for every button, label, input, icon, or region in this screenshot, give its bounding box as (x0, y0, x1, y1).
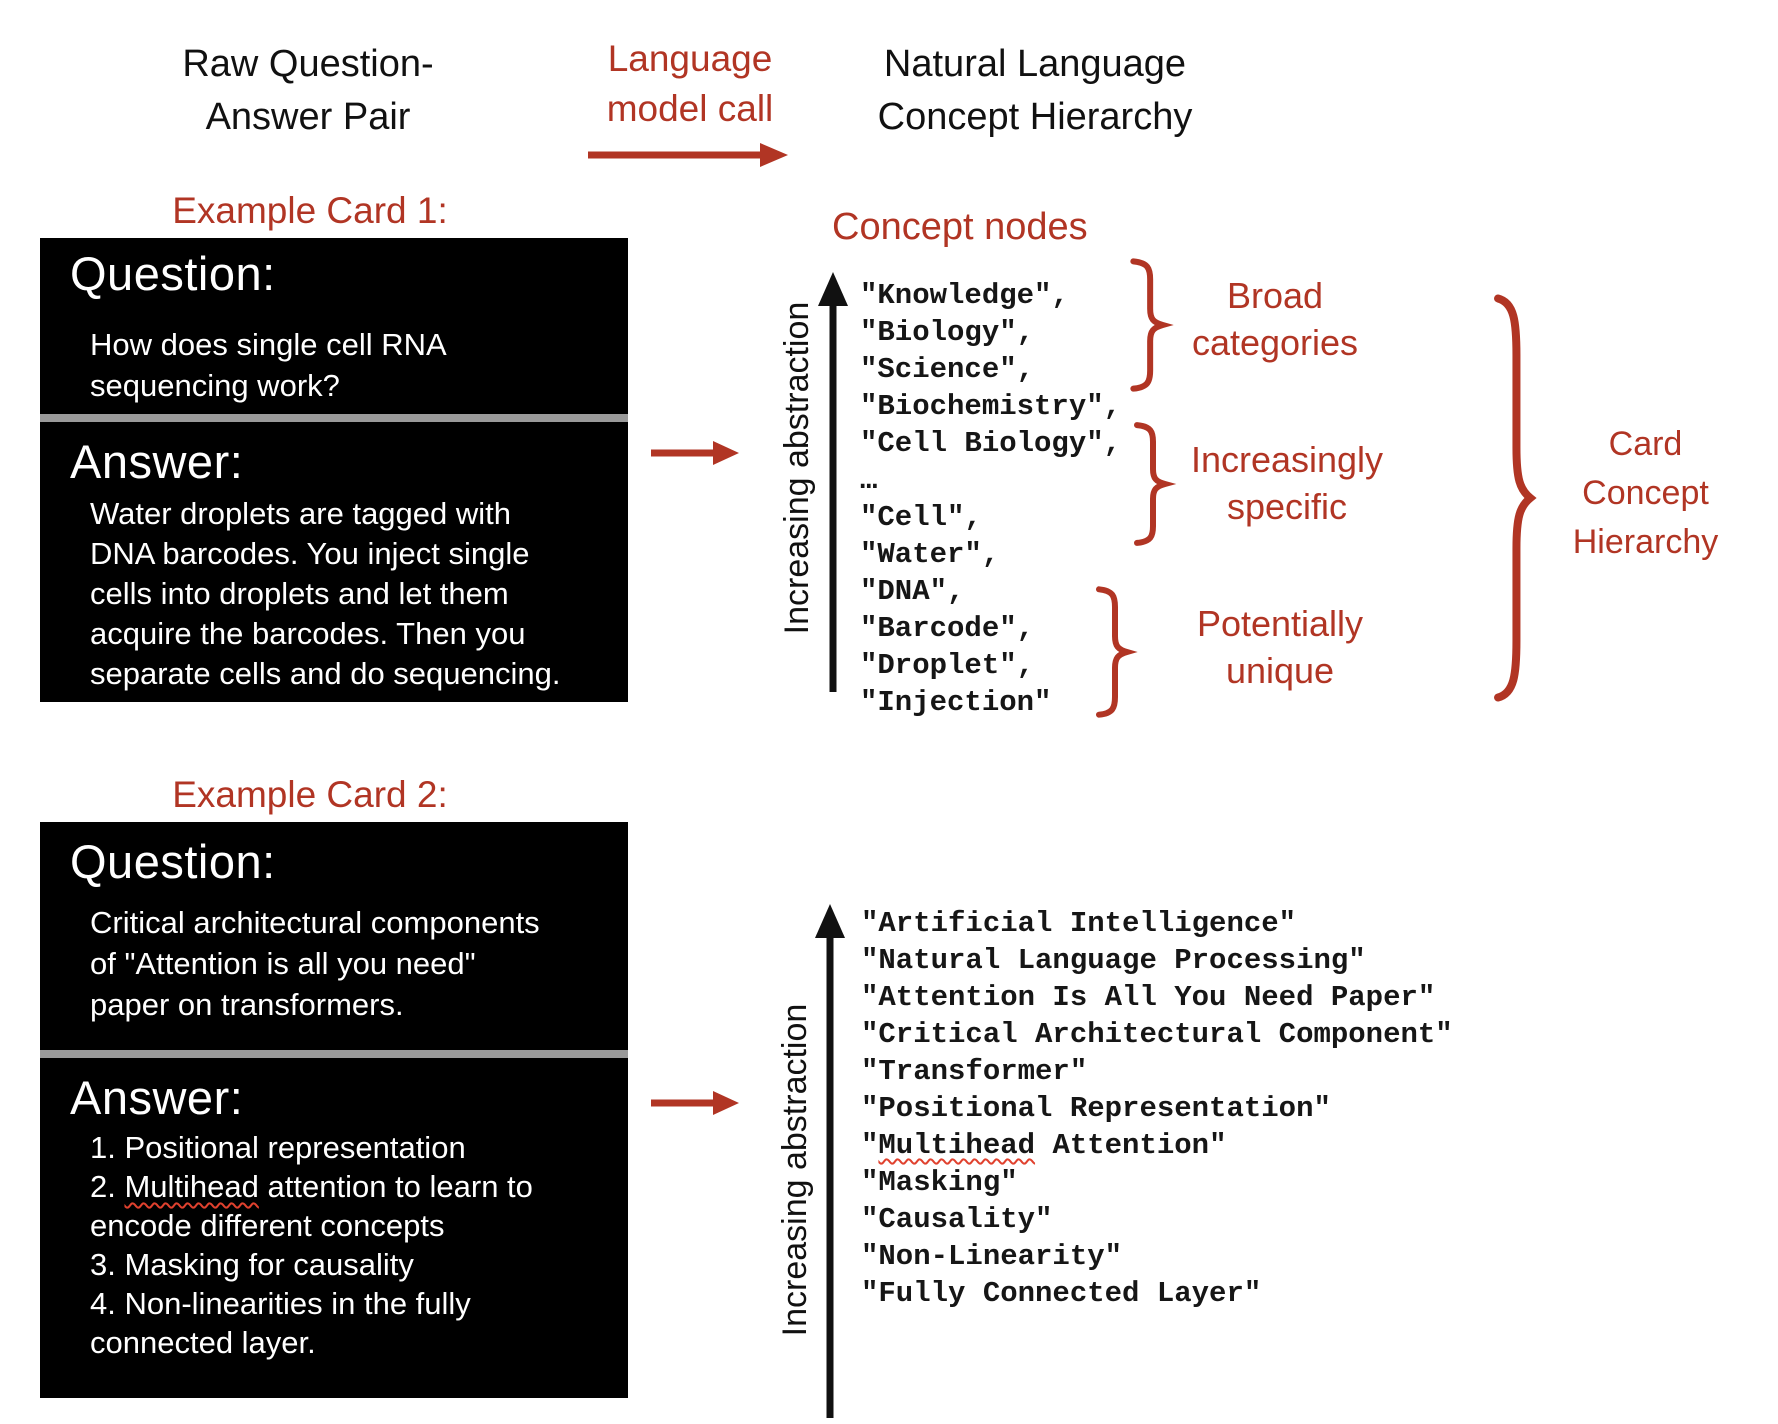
card1-answer-heading: Answer: (70, 435, 244, 488)
card2-question-line: of "Attention is all you need" (90, 946, 476, 981)
right-column-title: Natural Language Concept Hierarchy (835, 38, 1235, 144)
card2-answer-line: 1. Positional representation (90, 1130, 466, 1165)
card1-question-line: How does single cell RNA (90, 327, 447, 362)
card-concept-hierarchy-line2: Concept (1582, 474, 1709, 512)
card2-question-text: Critical architectural components of "At… (90, 902, 540, 1025)
concept-node: "Biology", (860, 316, 1035, 349)
brace-potentially-unique-icon (1092, 586, 1132, 718)
example-card-2-label: Example Card 2: (172, 774, 448, 815)
language-model-call-line2: model call (606, 88, 774, 129)
concept-node: "Natural Language Processing" (861, 944, 1366, 977)
language-model-call-arrow-icon (588, 143, 788, 167)
card2-answer-line: 4. Non-linearities in the fully (90, 1286, 471, 1321)
answer-line2-suffix: attention to learn to (258, 1169, 533, 1204)
brace-broad-categories-icon (1126, 258, 1168, 392)
multihead-node-misspelled-word: Multihead (878, 1129, 1036, 1162)
concept-node: "Biochemistry", (860, 390, 1122, 423)
left-column-title-line2: Answer Pair (205, 96, 411, 138)
multihead-node-suffix: Attention" (1035, 1129, 1227, 1162)
card2-answer-line: 3. Masking for causality (90, 1247, 414, 1282)
brace-card-concept-hierarchy-icon (1490, 288, 1536, 708)
card1-to-hierarchy-arrow-icon (651, 441, 739, 465)
abstraction-axis-arrow-2-icon (815, 904, 845, 1418)
concept-node: "Droplet", (860, 649, 1035, 682)
card-concept-hierarchy-line1: Card (1608, 425, 1683, 463)
multihead-node-prefix: " (861, 1129, 879, 1162)
increasingly-specific-line2: specific (1226, 486, 1348, 527)
concept-node: "Water", (860, 538, 1000, 571)
card2-answer-line: encode different concepts (90, 1208, 445, 1243)
example-card-1-label: Example Card 1: (172, 190, 448, 231)
concept-node-list-1: "Knowledge", "Biology", "Science", "Bioc… (860, 277, 1121, 721)
card2-question-line: paper on transformers. (90, 987, 404, 1022)
card1-answer-line: cells into droplets and let them (90, 576, 509, 611)
concept-node: "Cell Biology", (860, 427, 1122, 460)
card2-answer-line-multihead: 2. Multihead attention to learn to (90, 1167, 533, 1206)
card2-answer-line: connected layer. (90, 1325, 316, 1360)
answer-line2-prefix: 2. (90, 1169, 125, 1204)
card1-answer-text: Water droplets are tagged with DNA barco… (90, 494, 561, 694)
concept-node: "Barcode", (860, 612, 1035, 645)
card1-question-heading: Question: (70, 247, 276, 300)
language-model-call-line1: Language (607, 38, 773, 79)
concept-node: "Non-Linearity" (861, 1240, 1123, 1273)
concept-node: "Artificial Intelligence" (861, 907, 1297, 940)
broad-categories-line2: categories (1191, 322, 1359, 363)
concept-node: "Causality" (861, 1203, 1053, 1236)
card2-answer-text: 1. Positional representation 2. Multihea… (90, 1128, 533, 1362)
card1-divider (40, 414, 628, 422)
card1-question-line: sequencing work? (90, 368, 340, 403)
example-card-2: Question: Critical architectural compone… (40, 822, 628, 1398)
language-model-call-caption: Language model call (540, 34, 840, 134)
answer-line2-misspelled-word: Multihead (124, 1169, 259, 1204)
card1-answer-line: DNA barcodes. You inject single (90, 536, 530, 571)
card-concept-hierarchy-label: Card Concept Hierarchy (1543, 420, 1748, 567)
left-column-title-line1: Raw Question- (182, 43, 434, 85)
concept-node: "Positional Representation" (861, 1092, 1331, 1125)
concept-node-ellipsis: … (860, 464, 878, 497)
concept-node-list-2: "Artificial Intelligence" "Natural Langu… (861, 905, 1453, 1312)
concept-node: "Masking" (861, 1166, 1018, 1199)
concept-node: "Fully Connected Layer" (861, 1277, 1262, 1310)
concept-node: "Injection" (860, 686, 1052, 719)
concept-node-multihead: "Multihead Attention" (861, 1127, 1453, 1164)
increasingly-specific-line1: Increasingly (1190, 439, 1384, 480)
concept-node: "Critical Architectural Component" (861, 1018, 1453, 1051)
increasingly-specific-label: Increasingly specific (1162, 436, 1412, 530)
concept-node: "DNA", (860, 575, 965, 608)
abstraction-axis-arrow-1-icon (818, 272, 848, 692)
broad-categories-line1: Broad (1226, 275, 1324, 316)
card2-to-hierarchy-arrow-icon (651, 1091, 739, 1115)
potentially-unique-line1: Potentially (1196, 603, 1364, 644)
card2-question-line: Critical architectural components (90, 905, 540, 940)
card1-answer-line: Water droplets are tagged with (90, 496, 512, 531)
abstraction-axis-label-2: Increasing abstraction (776, 1003, 814, 1337)
concept-nodes-title: Concept nodes (832, 206, 1088, 248)
concept-node: "Science", (860, 353, 1035, 386)
concept-node: "Cell", (860, 501, 982, 534)
card2-answer-heading: Answer: (70, 1071, 244, 1124)
broad-categories-label: Broad categories (1150, 272, 1400, 366)
card2-question-heading: Question: (70, 835, 276, 888)
brace-increasingly-specific-icon (1130, 422, 1170, 546)
card-concept-hierarchy-line3: Hierarchy (1572, 523, 1719, 561)
concept-node: "Attention Is All You Need Paper" (861, 981, 1436, 1014)
left-column-title: Raw Question- Answer Pair (108, 38, 508, 144)
card1-answer-line: separate cells and do sequencing. (90, 656, 561, 691)
right-column-title-line2: Concept Hierarchy (877, 96, 1193, 138)
card2-divider (40, 1050, 628, 1058)
right-column-title-line1: Natural Language (883, 43, 1187, 85)
concept-node: "Knowledge", (860, 279, 1069, 312)
concept-node: "Transformer" (861, 1055, 1088, 1088)
example-card-1: Question: How does single cell RNA seque… (40, 238, 628, 702)
potentially-unique-line2: unique (1225, 650, 1335, 691)
card1-question-text: How does single cell RNA sequencing work… (90, 324, 447, 406)
potentially-unique-label: Potentially unique (1155, 600, 1405, 694)
abstraction-axis-label-1: Increasing abstraction (778, 301, 816, 635)
card1-answer-line: acquire the barcodes. Then you (90, 616, 526, 651)
